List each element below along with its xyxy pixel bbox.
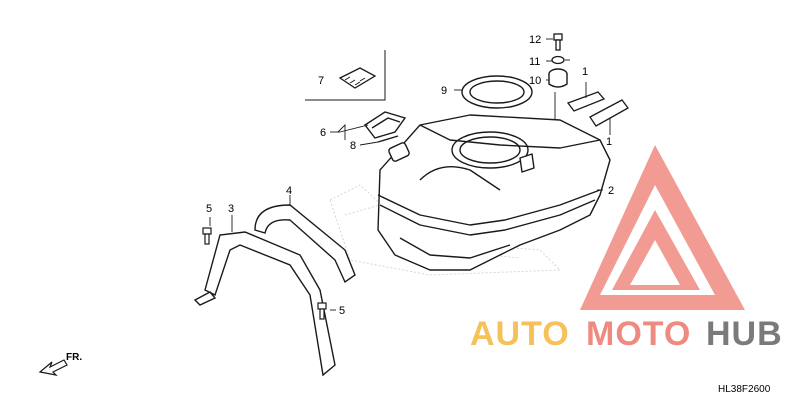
callout-6: 6: [320, 127, 326, 139]
watermark-moto: MOTO: [586, 315, 691, 353]
callout-4: 4: [286, 185, 292, 197]
callout-5-upper: 5: [206, 203, 212, 215]
callout-12: 12: [529, 34, 541, 46]
bolt-12: [553, 33, 563, 51]
callout-11: 11: [529, 56, 540, 68]
watermark-triangle: [580, 145, 745, 310]
callout-labels: 1 1 2 3 4 5 5 6 7 8 9 10 11 12: [206, 34, 614, 317]
leader-lines: [209, 38, 611, 311]
callout-9: 9: [441, 85, 447, 97]
callout-1-lower: 1: [606, 136, 612, 148]
rubber-mount-10: [548, 68, 568, 88]
front-direction-arrow: FR.: [38, 352, 82, 376]
callout-8: 8: [350, 140, 356, 152]
fuel-pump-gasket-ring: [461, 75, 533, 109]
washer-11: [551, 55, 565, 65]
fuel-cap: [363, 111, 407, 139]
tank-band-lower: [193, 231, 336, 377]
callout-2: 2: [608, 185, 614, 197]
cap-seal: [377, 135, 399, 143]
band-bolt-upper: [202, 227, 212, 245]
callout-3: 3: [228, 203, 234, 215]
cap-element-box: [305, 50, 386, 101]
callout-10: 10: [529, 75, 541, 87]
fuel-tank: [377, 114, 611, 271]
watermark-logo-text: AUTO MOTO HUB: [470, 315, 783, 353]
callout-5-lower: 5: [339, 305, 345, 317]
callout-7: 7: [318, 75, 324, 87]
diagram-code: HL38F2600: [718, 384, 771, 395]
front-label: FR.: [66, 352, 82, 363]
tank-band-upper: [254, 204, 356, 284]
tank-pads: [566, 91, 629, 127]
watermark-hub: HUB: [706, 315, 783, 353]
callout-1-upper: 1: [582, 66, 588, 78]
watermark-auto: AUTO: [470, 315, 570, 353]
band-bolt-lower: [317, 302, 327, 320]
